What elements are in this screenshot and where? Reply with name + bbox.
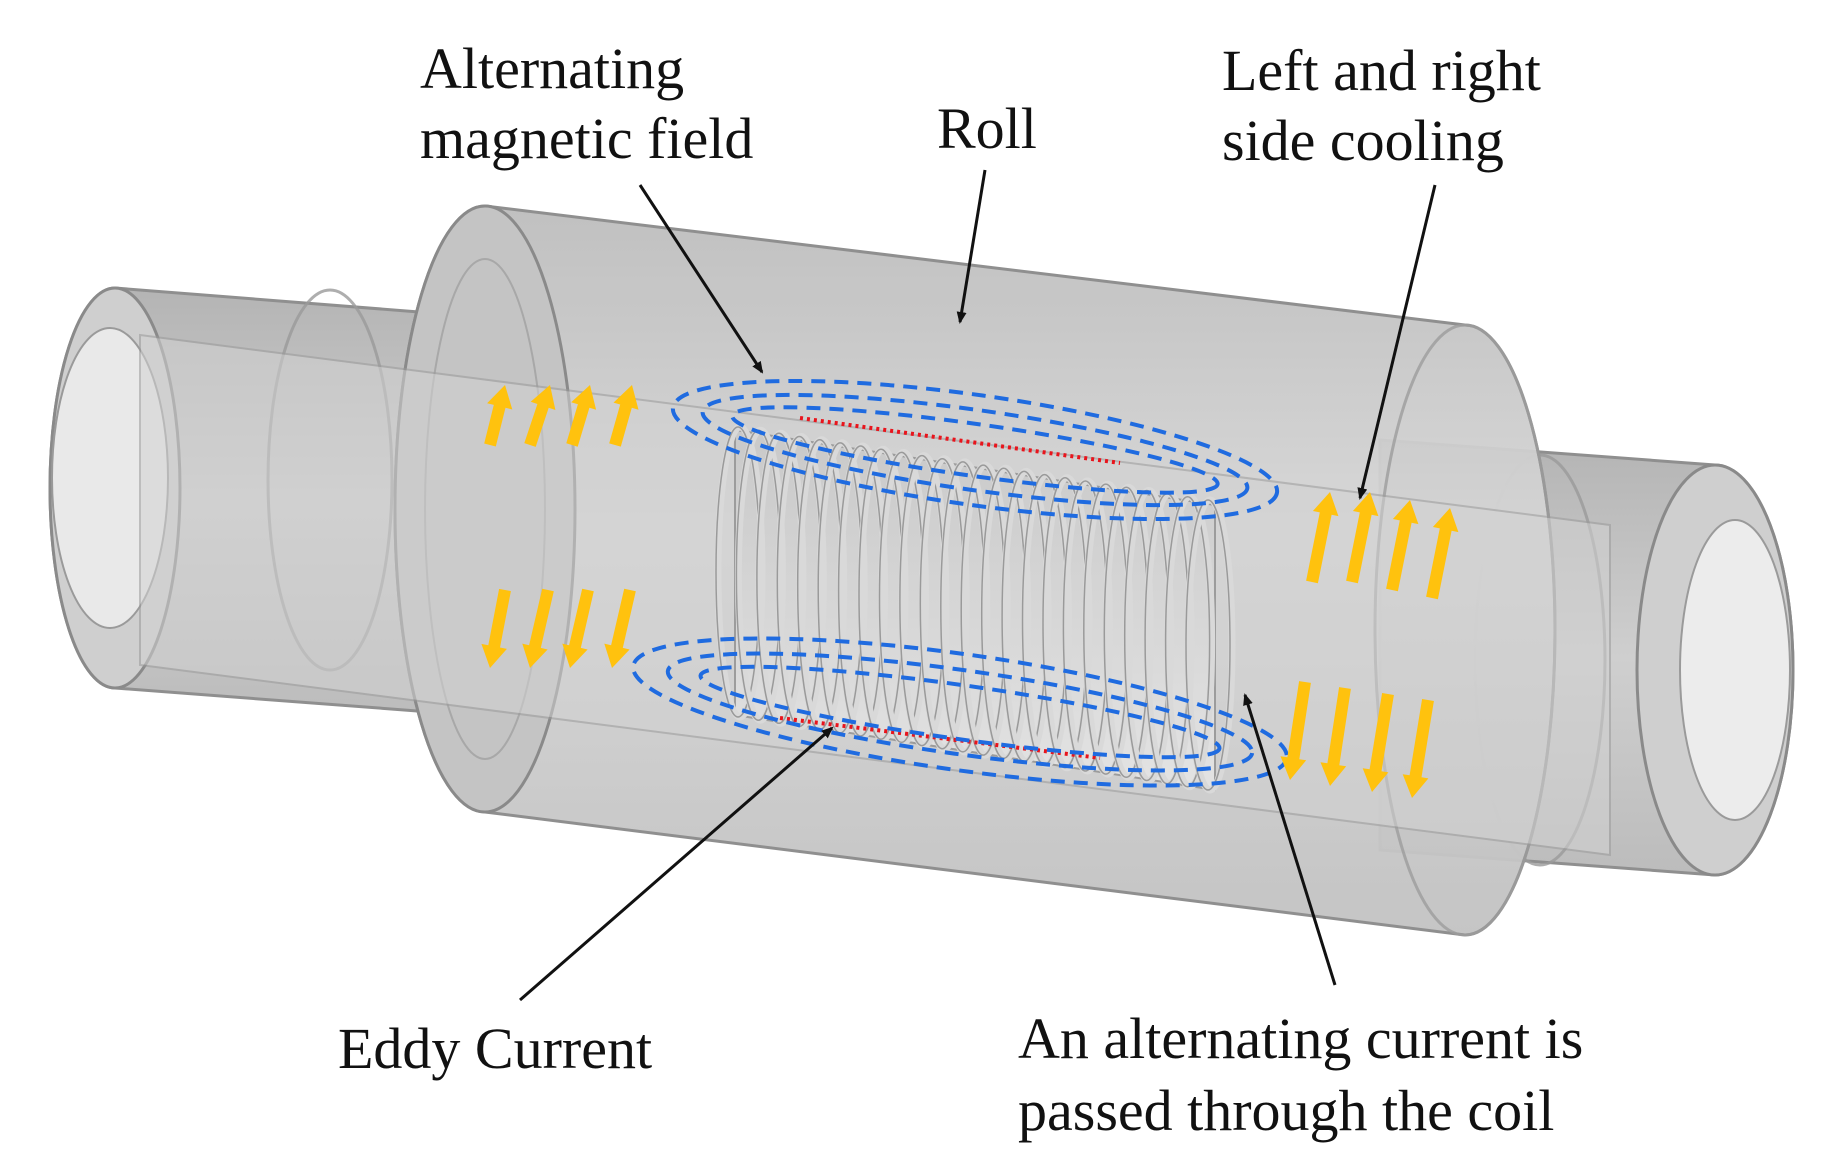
label-coil-current-line2: passed through the coil <box>1018 1078 1554 1143</box>
cooling-arrow <box>481 588 511 668</box>
leader-eddy-current <box>519 726 834 1002</box>
cooling-arrows <box>481 385 1459 798</box>
label-coil-current: An alternating current is passed through… <box>1018 1006 1583 1143</box>
label-cooling-line1: Left and right <box>1222 38 1541 103</box>
cooling-arrow <box>1346 492 1379 584</box>
cooling-arrow <box>566 385 597 447</box>
cooling-arrow <box>524 385 556 447</box>
label-cooling-line2: side cooling <box>1222 108 1504 173</box>
cooling-arrow <box>1386 500 1419 592</box>
cooling-arrow <box>1320 687 1351 786</box>
right-shaft-bore <box>1679 519 1791 821</box>
cooling-arrow <box>1426 508 1459 600</box>
cooling-arrow <box>522 588 554 668</box>
leader-magnetic-field <box>638 184 764 374</box>
cooling-arrow <box>1402 699 1434 798</box>
label-roll: Roll <box>937 96 1037 161</box>
cooling-arrow <box>1280 681 1311 780</box>
leader-coil-current <box>1243 693 1337 986</box>
label-eddy-current: Eddy Current <box>338 1016 652 1081</box>
leader-cooling <box>1357 184 1437 500</box>
cooling-arrow <box>562 588 594 668</box>
cooling-arrow <box>484 385 513 447</box>
label-magnetic-field: Alternating magnetic field <box>420 36 753 171</box>
leader-roll <box>956 169 987 324</box>
coil-turn-shadow <box>1164 496 1211 788</box>
induction-coil <box>714 423 1236 794</box>
label-cooling: Left and right side cooling <box>1222 38 1541 173</box>
leader-lines <box>519 169 1437 1002</box>
coil-turn-shadow <box>1185 499 1231 791</box>
cooling-arrow <box>1362 693 1394 792</box>
label-coil-current-line1: An alternating current is <box>1018 1006 1583 1071</box>
cooling-arrow <box>604 588 636 668</box>
cooling-arrow <box>1306 492 1339 584</box>
label-magnetic-field-line2: magnetic field <box>420 106 753 171</box>
cooling-arrow <box>609 385 639 447</box>
label-magnetic-field-line1: Alternating <box>420 36 684 101</box>
